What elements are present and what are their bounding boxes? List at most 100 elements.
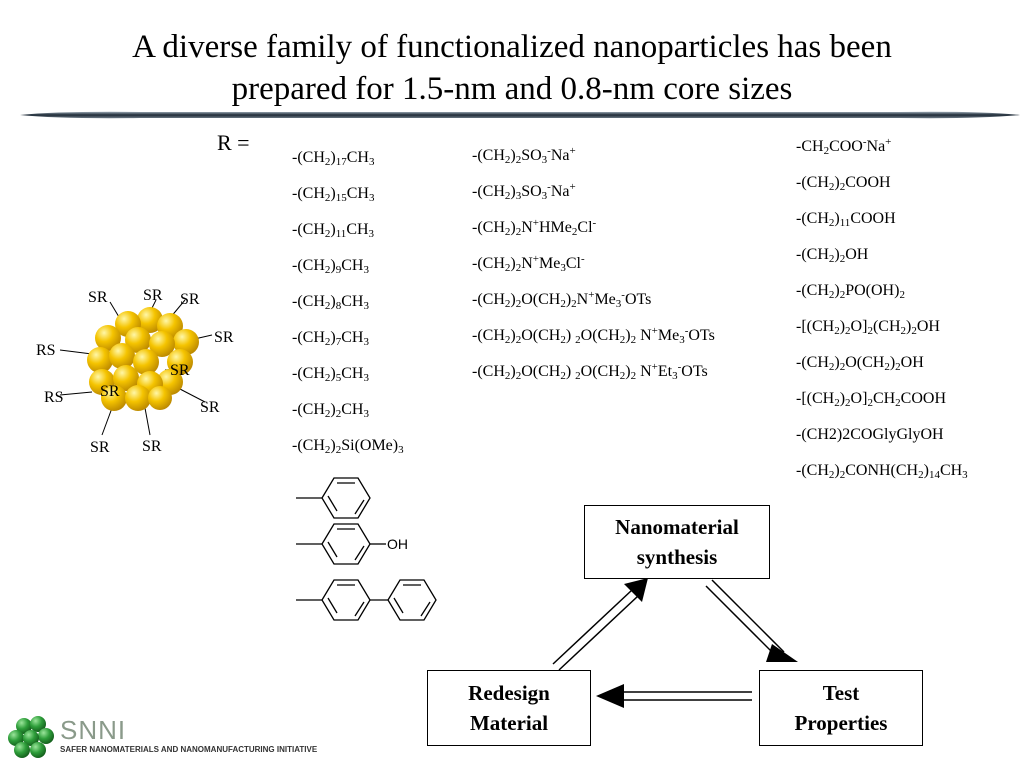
ligand-formula: -(CH2)2CONH(CH2)14CH3 bbox=[796, 461, 968, 497]
formula-text: -(CH bbox=[472, 219, 505, 236]
ligand-label: SR bbox=[180, 291, 200, 308]
formula-text: CH bbox=[346, 185, 369, 202]
subscript: 3 bbox=[363, 264, 369, 276]
superscript: - bbox=[677, 361, 682, 373]
subscript: 3 bbox=[363, 372, 369, 384]
subscript: 11 bbox=[335, 228, 347, 240]
formula-text: (CH bbox=[872, 318, 901, 335]
formula-text: ) bbox=[625, 327, 631, 344]
formula-text: ) bbox=[839, 318, 846, 335]
subscript: 15 bbox=[335, 192, 347, 204]
subscript: 2 bbox=[823, 145, 830, 157]
ligand-formula: -[(CH2)2O]2CH2COOH bbox=[796, 389, 968, 425]
ligand-formula: -(CH2)2O(CH2)2OH bbox=[796, 353, 968, 389]
formula-text: ) bbox=[834, 282, 840, 299]
ligand-formula: -(CH2)17CH3 bbox=[292, 148, 404, 184]
subscript: 2 bbox=[504, 226, 511, 238]
ligand-label: SR bbox=[90, 439, 110, 456]
ligand-label: SR bbox=[88, 289, 108, 306]
formula-text: Me bbox=[539, 255, 561, 272]
ligand-formula: -(CH2)2CH3 bbox=[292, 400, 404, 436]
formula-text: N bbox=[636, 363, 652, 380]
snni-logo-name: SNNI bbox=[60, 715, 127, 745]
formula-text: -(CH bbox=[292, 437, 325, 454]
subscript: 2 bbox=[324, 228, 331, 240]
subscript: 3 bbox=[368, 228, 375, 240]
formula-text: ) bbox=[889, 354, 896, 371]
formula-text: -(CH bbox=[292, 185, 325, 202]
formula-text: OTs bbox=[624, 291, 652, 308]
subscript: 2 bbox=[504, 298, 511, 310]
formula-text: -(CH bbox=[796, 354, 829, 371]
r-equals-label: R = bbox=[217, 130, 250, 155]
snni-logo-icon bbox=[8, 716, 54, 758]
formula-text: OTs bbox=[688, 327, 715, 344]
subscript: 3 bbox=[672, 370, 678, 382]
formula-text: COO bbox=[829, 138, 863, 155]
subscript: 3 bbox=[368, 192, 375, 204]
formula-text: SO bbox=[521, 147, 542, 164]
subscript: 2 bbox=[619, 370, 626, 382]
formula-text: Na bbox=[550, 147, 570, 164]
title-divider bbox=[20, 111, 1020, 119]
subscript: 2 bbox=[867, 397, 873, 409]
subscript: 2 bbox=[619, 334, 626, 346]
subscript: 3 bbox=[679, 334, 685, 346]
subscript: 2 bbox=[899, 289, 905, 301]
subscript: 17 bbox=[335, 156, 347, 168]
cycle-arrows bbox=[552, 578, 798, 708]
superscript: - bbox=[684, 325, 689, 337]
formula-text: N bbox=[636, 327, 652, 344]
ligand-formula: -CH2COO-Na+ bbox=[796, 137, 968, 173]
ligand-formula: -(CH2)2COGlyGlyOH bbox=[796, 425, 968, 461]
subscript: 2 bbox=[515, 154, 522, 166]
formula-text: -(CH bbox=[472, 255, 505, 272]
superscript: - bbox=[862, 136, 867, 148]
ligand-formula: -(CH2)3SO3-Na+ bbox=[472, 182, 715, 218]
formula-text: ) bbox=[330, 437, 336, 454]
formula-text: Na bbox=[550, 183, 570, 200]
formula-text: -(CH bbox=[292, 365, 325, 382]
subscript: 2 bbox=[324, 156, 331, 168]
formula-text: ) bbox=[625, 363, 631, 380]
subscript: 2 bbox=[895, 361, 901, 373]
subscript: 3 bbox=[368, 156, 375, 168]
subscript: 3 bbox=[560, 262, 566, 274]
subscript: 2 bbox=[828, 361, 835, 373]
snni-logo-fullname: SAFER NANOMATERIALS AND NANOMANUFACTURIN… bbox=[60, 745, 318, 754]
subscript: 2 bbox=[918, 469, 924, 481]
formula-text: ) bbox=[834, 246, 840, 263]
formula-text: -(CH bbox=[472, 327, 505, 344]
subscript: 2 bbox=[828, 217, 835, 229]
subscript: 2 bbox=[324, 192, 331, 204]
formula-text: COOH bbox=[850, 210, 896, 227]
subscript: 2 bbox=[515, 298, 522, 310]
subscript: 2 bbox=[335, 444, 342, 456]
subscript: 2 bbox=[828, 289, 835, 301]
redesign-box: Redesign Material bbox=[427, 670, 591, 746]
formula-text: ) bbox=[839, 390, 846, 407]
subscript: 2 bbox=[504, 154, 511, 166]
formula-text: O(CH bbox=[580, 327, 620, 344]
subscript: 3 bbox=[363, 336, 369, 348]
formula-text: N bbox=[521, 219, 533, 236]
subscript: 2 bbox=[324, 264, 331, 276]
formula-text: ) bbox=[330, 257, 336, 274]
ligand-formula: -(CH2)7CH3 bbox=[292, 328, 404, 364]
formula-text: ) bbox=[510, 147, 516, 164]
ligand-label: RS bbox=[44, 389, 64, 406]
formula-text: O(CH bbox=[845, 354, 885, 371]
subscript: 2 bbox=[828, 469, 835, 481]
ligand-formula: -(CH2)2Si(OMe)3 bbox=[292, 436, 404, 472]
formula-text: ) bbox=[906, 318, 912, 335]
arrow-head-up bbox=[624, 578, 648, 602]
superscript: - bbox=[547, 145, 551, 157]
subscript: 2 bbox=[515, 262, 522, 274]
subscript: 2 bbox=[324, 336, 331, 348]
superscript: + bbox=[651, 325, 658, 337]
ligand-column-alkyl: -(CH2)17CH3-(CH2)15CH3-(CH2)11CH3-(CH2)9… bbox=[292, 148, 404, 472]
superscript: + bbox=[532, 253, 539, 265]
formula-text: ) bbox=[330, 149, 336, 166]
title-line-2: prepared for 1.5-nm and 0.8-nm core size… bbox=[231, 71, 793, 107]
test-properties-label: Test Properties bbox=[794, 681, 888, 735]
